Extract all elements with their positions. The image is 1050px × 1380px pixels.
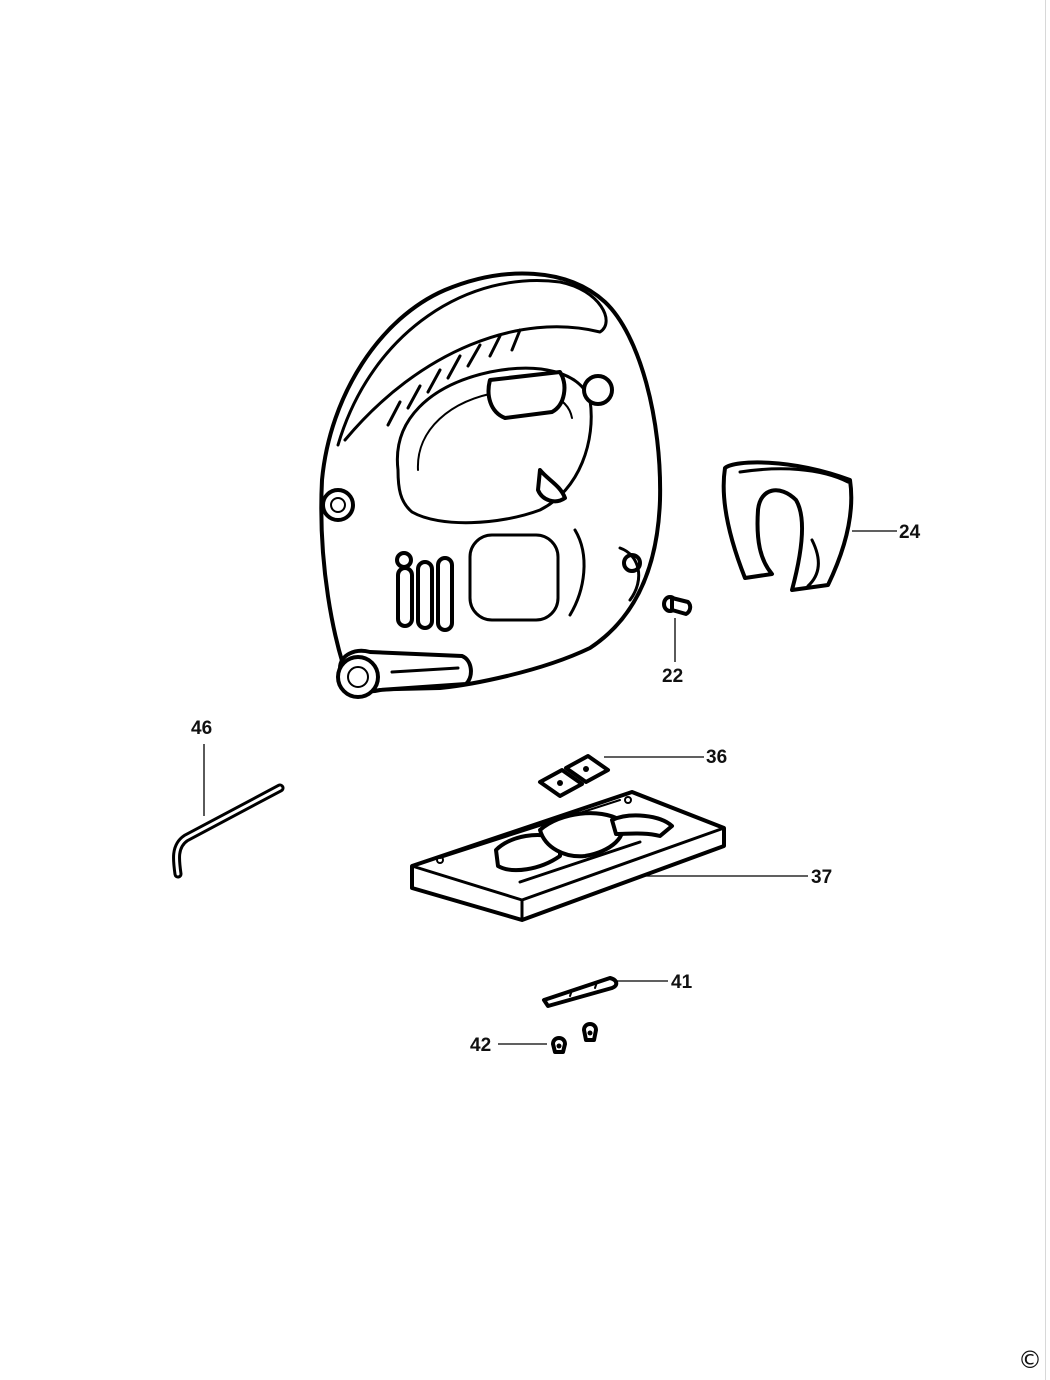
part-46-hex-key	[171, 783, 285, 879]
part-42-screws	[551, 1022, 598, 1054]
leader-lines	[203, 530, 897, 1045]
callout-37: 37	[811, 867, 832, 888]
housing-part	[319, 271, 663, 699]
callout-36: 36	[706, 747, 727, 768]
part-41-blade-guide	[542, 976, 619, 1008]
part-24-cover	[721, 460, 854, 592]
page-edge-line	[1045, 0, 1046, 1380]
part-22-bolt	[662, 595, 693, 616]
callout-46: 46	[191, 718, 212, 739]
callout-41: 41	[671, 972, 693, 993]
part-36-pads	[538, 754, 610, 798]
callout-22: 22	[662, 666, 683, 687]
part-37-base-shoe	[410, 790, 726, 922]
callout-24: 24	[899, 522, 921, 543]
housing-vent-slots	[386, 328, 522, 427]
callout-42: 42	[470, 1035, 491, 1056]
copyright-symbol: ©	[1018, 1346, 1042, 1374]
callout-labels: 24 22 46 36 37 41 42	[191, 522, 921, 1056]
